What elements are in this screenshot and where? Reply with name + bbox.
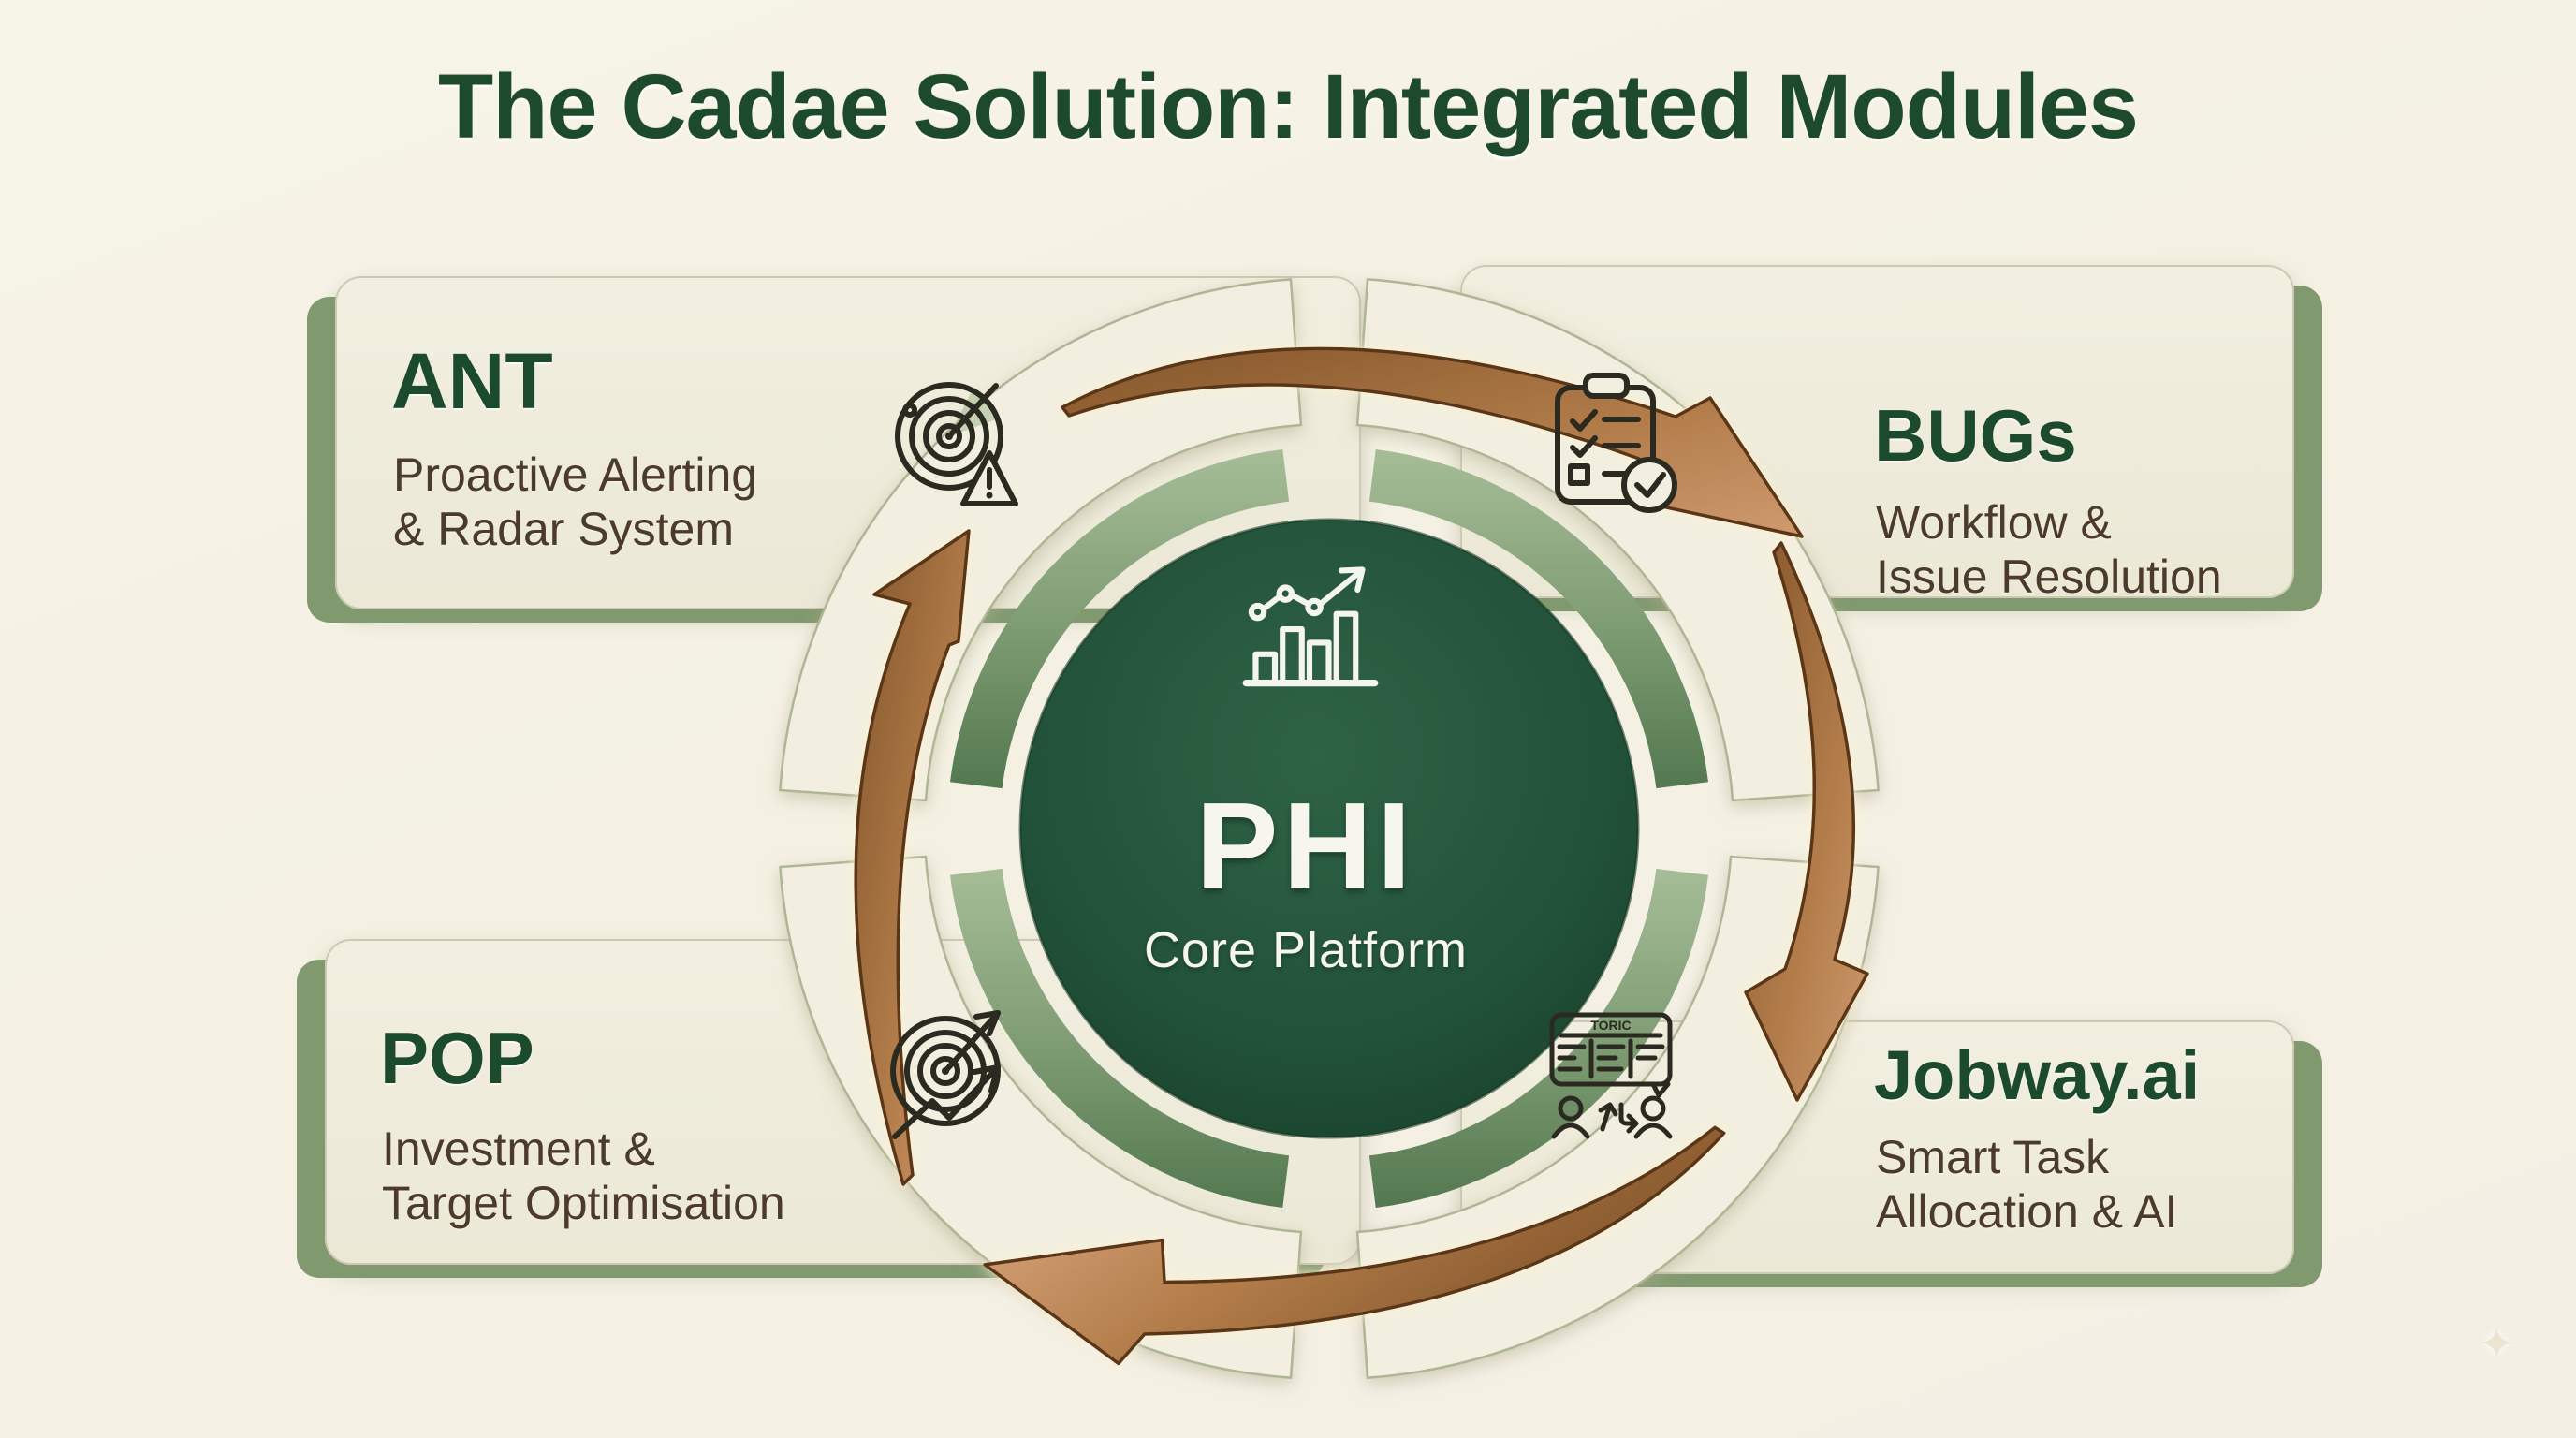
module-subtitle-pop: Investment & Target Optimisation bbox=[382, 1123, 785, 1229]
module-name-pop: POP bbox=[380, 1017, 534, 1099]
core-circle bbox=[1020, 520, 1638, 1137]
target-arrow-icon bbox=[890, 1010, 1001, 1139]
cycle-arrows bbox=[854, 346, 1869, 1438]
cycle-arrow-left bbox=[854, 529, 971, 1186]
module-name-ant: ANT bbox=[391, 337, 553, 425]
inner-sage-ring bbox=[950, 449, 1708, 1208]
module-subtitle-bugs: Workflow & Issue Resolution bbox=[1876, 496, 2222, 603]
core-subtitle: Core Platform bbox=[1143, 922, 1469, 978]
sparkle-icon: ✦ bbox=[2479, 1319, 2515, 1368]
page-title: The Cadae Solution: Integrated Modules bbox=[438, 55, 2139, 157]
core-platform-block: PHI Core Platform bbox=[1025, 785, 1587, 979]
core-name: PHI bbox=[1195, 777, 1416, 915]
task-board-label: TORIC bbox=[1590, 1018, 1631, 1033]
task-board-people-icon: TORIC bbox=[1549, 1012, 1673, 1139]
module-name-jobway: Jobway.ai bbox=[1874, 1036, 2201, 1114]
module-subtitle-jobway: Smart Task Allocation & AI bbox=[1876, 1131, 2178, 1238]
checklist-clipboard-icon bbox=[1555, 373, 1677, 513]
bar-chart-trend-icon bbox=[1242, 566, 1379, 687]
radar-alert-icon bbox=[895, 382, 1018, 506]
core-circle-rim bbox=[1018, 518, 1640, 1139]
module-subtitle-ant: Proactive Alerting & Radar System bbox=[393, 448, 758, 555]
cycle-arrow-right bbox=[1744, 541, 1869, 1102]
module-name-bugs: BUGs bbox=[1874, 394, 2077, 477]
